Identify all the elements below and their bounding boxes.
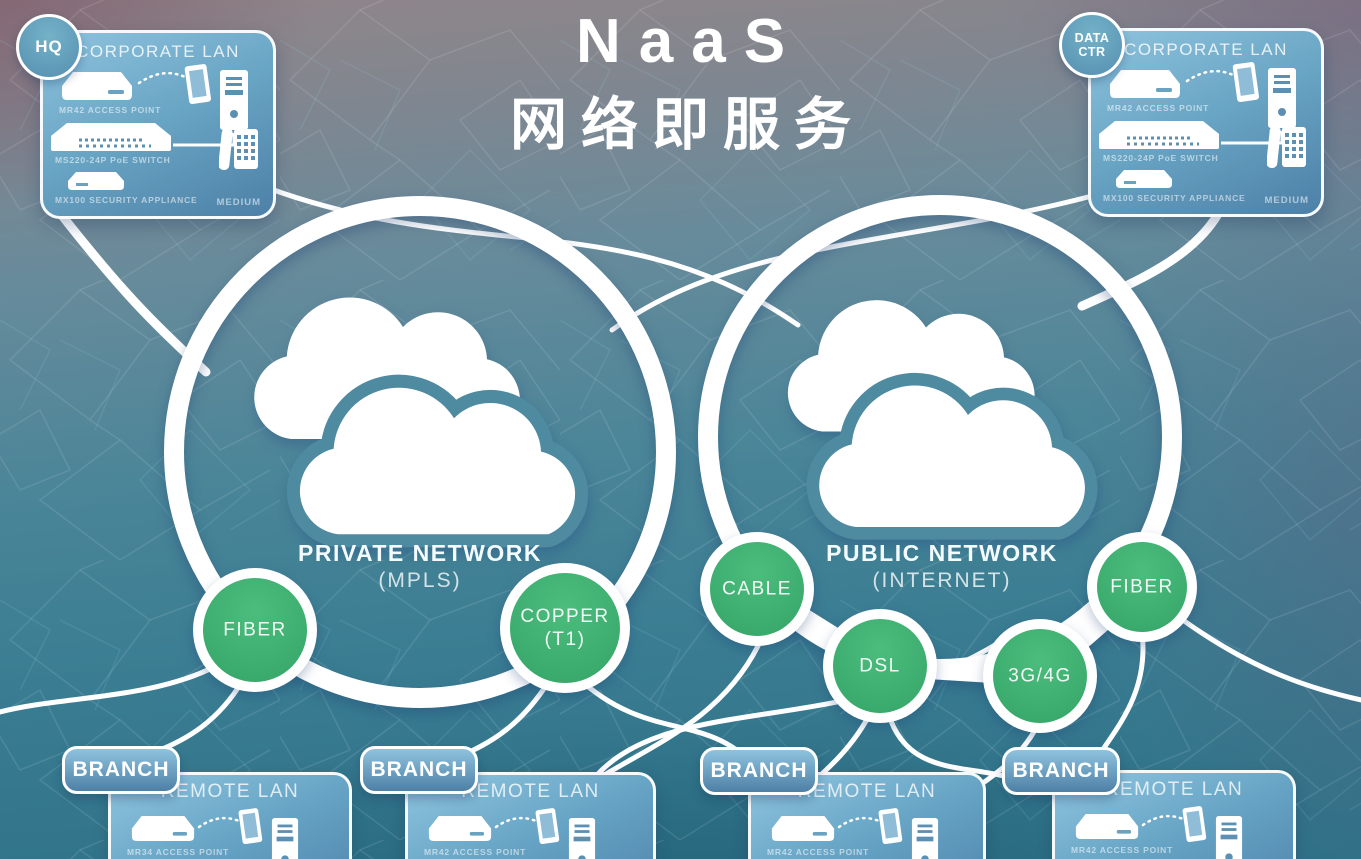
node-label-fiber-private: FIBER	[223, 619, 287, 641]
remote-lan-title: REMOTE LAN	[1104, 779, 1244, 800]
access-point-icon	[428, 816, 492, 841]
node-label-cable: CABLE	[722, 578, 792, 600]
wifi-dotted-line	[197, 816, 241, 829]
corporate-lan-panel-hq: CORPORATE LAN MR42 ACCESS POINT MS220-24…	[40, 30, 276, 219]
title-naas: NaaS	[575, 7, 804, 76]
branch-badge-3: BRANCH	[700, 747, 818, 795]
node-copper-t1-fill	[510, 573, 620, 683]
node-label-copper-sub: (T1)	[544, 629, 586, 650]
connection-line	[1177, 615, 1361, 703]
device-label-switch: MS220-24P PoE SWITCH	[55, 155, 171, 165]
device-label-ap: MR42 ACCESS POINT	[1107, 103, 1210, 113]
corporate-lan-title: CORPORATE LAN	[76, 42, 240, 61]
remote-lan-wiring	[1141, 814, 1185, 827]
private-network-label: PRIVATE NETWORK (MPLS)	[298, 540, 542, 593]
node-fiber-private-fill	[203, 578, 307, 682]
device-label-ap: MR42 ACCESS POINT	[59, 105, 162, 115]
security-appliance-icon	[68, 172, 124, 190]
hq-badge: HQ	[16, 14, 82, 80]
node-cable-fill	[710, 542, 804, 636]
cloud-icon	[300, 388, 575, 535]
tablet-icon	[1182, 805, 1207, 843]
title-chinese: 网络即服务	[510, 93, 865, 157]
device-label-appliance: MX100 SECURITY APPLIANCE	[55, 195, 198, 205]
access-point-icon	[131, 816, 195, 841]
cloud-icon	[819, 386, 1085, 527]
access-point-icon	[771, 816, 835, 841]
corporate-lan-title: CORPORATE LAN	[1124, 40, 1288, 59]
device-label-ap: MR42 ACCESS POINT	[424, 847, 527, 857]
desktop-tower-icon	[1215, 816, 1243, 859]
access-point-icon	[1075, 814, 1139, 839]
device-label-appliance: MX100 SECURITY APPLIANCE	[1103, 193, 1246, 203]
tablet-icon	[535, 807, 560, 845]
remote-lan-wiring	[837, 816, 881, 829]
tablet-icon	[878, 807, 903, 845]
data-center-badge: DATA CTR	[1059, 12, 1125, 78]
wifi-dotted-line	[1141, 814, 1185, 827]
node-label-copper-main: COPPER	[520, 606, 610, 627]
node-label-fiber-public: FIBER	[1110, 576, 1174, 598]
wifi-dotted-line	[1185, 69, 1235, 83]
page-title: NaaS 网络即服务	[0, 6, 1361, 161]
remote-lan-title: REMOTE LAN	[461, 781, 600, 802]
tablet-icon	[238, 807, 263, 845]
remote-lan-title: REMOTE LAN	[797, 781, 937, 802]
desktop-tower-icon	[271, 818, 299, 859]
public-network-sub: (INTERNET)	[872, 569, 1012, 592]
node-dsl-fill	[833, 619, 927, 713]
branch-badge-1: BRANCH	[62, 746, 180, 794]
branch-badge-2: BRANCH	[360, 746, 478, 794]
device-label-ap: MR42 ACCESS POINT	[767, 847, 870, 857]
desktop-tower-icon	[568, 818, 596, 859]
remote-lan-wiring	[197, 816, 241, 829]
public-network-label: PUBLIC NETWORK (INTERNET)	[826, 540, 1058, 593]
wifi-dotted-line	[494, 816, 538, 829]
corporate-lan-panel-datacenter: CORPORATE LAN MR42 ACCESS POINT MS220-24…	[1088, 28, 1324, 217]
node-label-copper: COPPER (T1)	[520, 605, 609, 651]
private-network-ring	[164, 196, 676, 708]
desktop-tower-icon	[911, 818, 939, 859]
size-label: MEDIUM	[216, 197, 261, 208]
device-label-switch: MS220-24P PoE SWITCH	[1103, 153, 1219, 163]
size-label: MEDIUM	[1264, 195, 1309, 206]
remote-lan-wiring	[494, 816, 538, 829]
public-network-name: PUBLIC NETWORK	[826, 540, 1058, 566]
node-label-dsl: DSL	[859, 655, 901, 677]
wifi-dotted-line	[837, 816, 881, 829]
private-network-name: PRIVATE NETWORK	[298, 540, 542, 566]
connection-line	[1077, 209, 1223, 311]
remote-lan-title: REMOTE LAN	[160, 781, 300, 802]
wifi-dotted-line	[137, 71, 187, 85]
private-network-sub: (MPLS)	[378, 569, 462, 592]
branch-badge-4: BRANCH	[1002, 747, 1120, 795]
device-label-ap: MR42 ACCESS POINT	[1071, 845, 1174, 855]
security-appliance-icon	[1116, 170, 1172, 188]
node-3g4g-fill	[993, 629, 1087, 723]
device-label-ap: MR34 ACCESS POINT	[127, 847, 230, 857]
node-label-3g4g: 3G/4G	[1008, 665, 1072, 687]
connection-line	[0, 663, 219, 715]
node-fiber-public-fill	[1097, 542, 1187, 632]
